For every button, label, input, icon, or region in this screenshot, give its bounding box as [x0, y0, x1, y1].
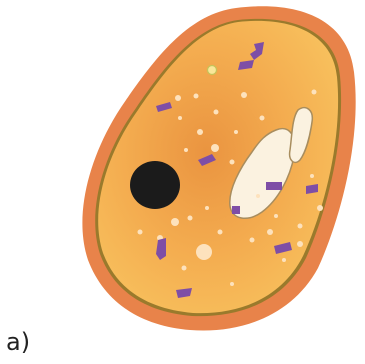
granule [317, 205, 323, 211]
granule [205, 206, 209, 210]
granule [250, 238, 255, 243]
granule [188, 216, 193, 221]
granule [234, 130, 238, 134]
granule [230, 282, 234, 286]
granule [267, 229, 273, 235]
granule [182, 266, 187, 271]
granule [274, 214, 278, 218]
granule [241, 92, 247, 98]
organelle [266, 182, 282, 190]
granule [312, 90, 317, 95]
granule [194, 94, 199, 99]
panel-label: a) [6, 330, 30, 354]
granule [298, 224, 303, 229]
granule [260, 116, 265, 121]
granule [184, 148, 188, 152]
granule [256, 194, 260, 198]
granule [310, 174, 314, 178]
granule [196, 244, 212, 260]
granule [178, 116, 182, 120]
granule [175, 95, 181, 101]
granule [211, 144, 219, 152]
organelle [232, 206, 240, 214]
granule [197, 129, 203, 135]
granule [138, 230, 143, 235]
granule [218, 230, 223, 235]
ring-granule [208, 66, 217, 75]
granule [171, 218, 179, 226]
nucleus [130, 161, 180, 209]
granule [214, 110, 219, 115]
granule [230, 160, 235, 165]
granule [297, 241, 303, 247]
granule [282, 258, 286, 262]
